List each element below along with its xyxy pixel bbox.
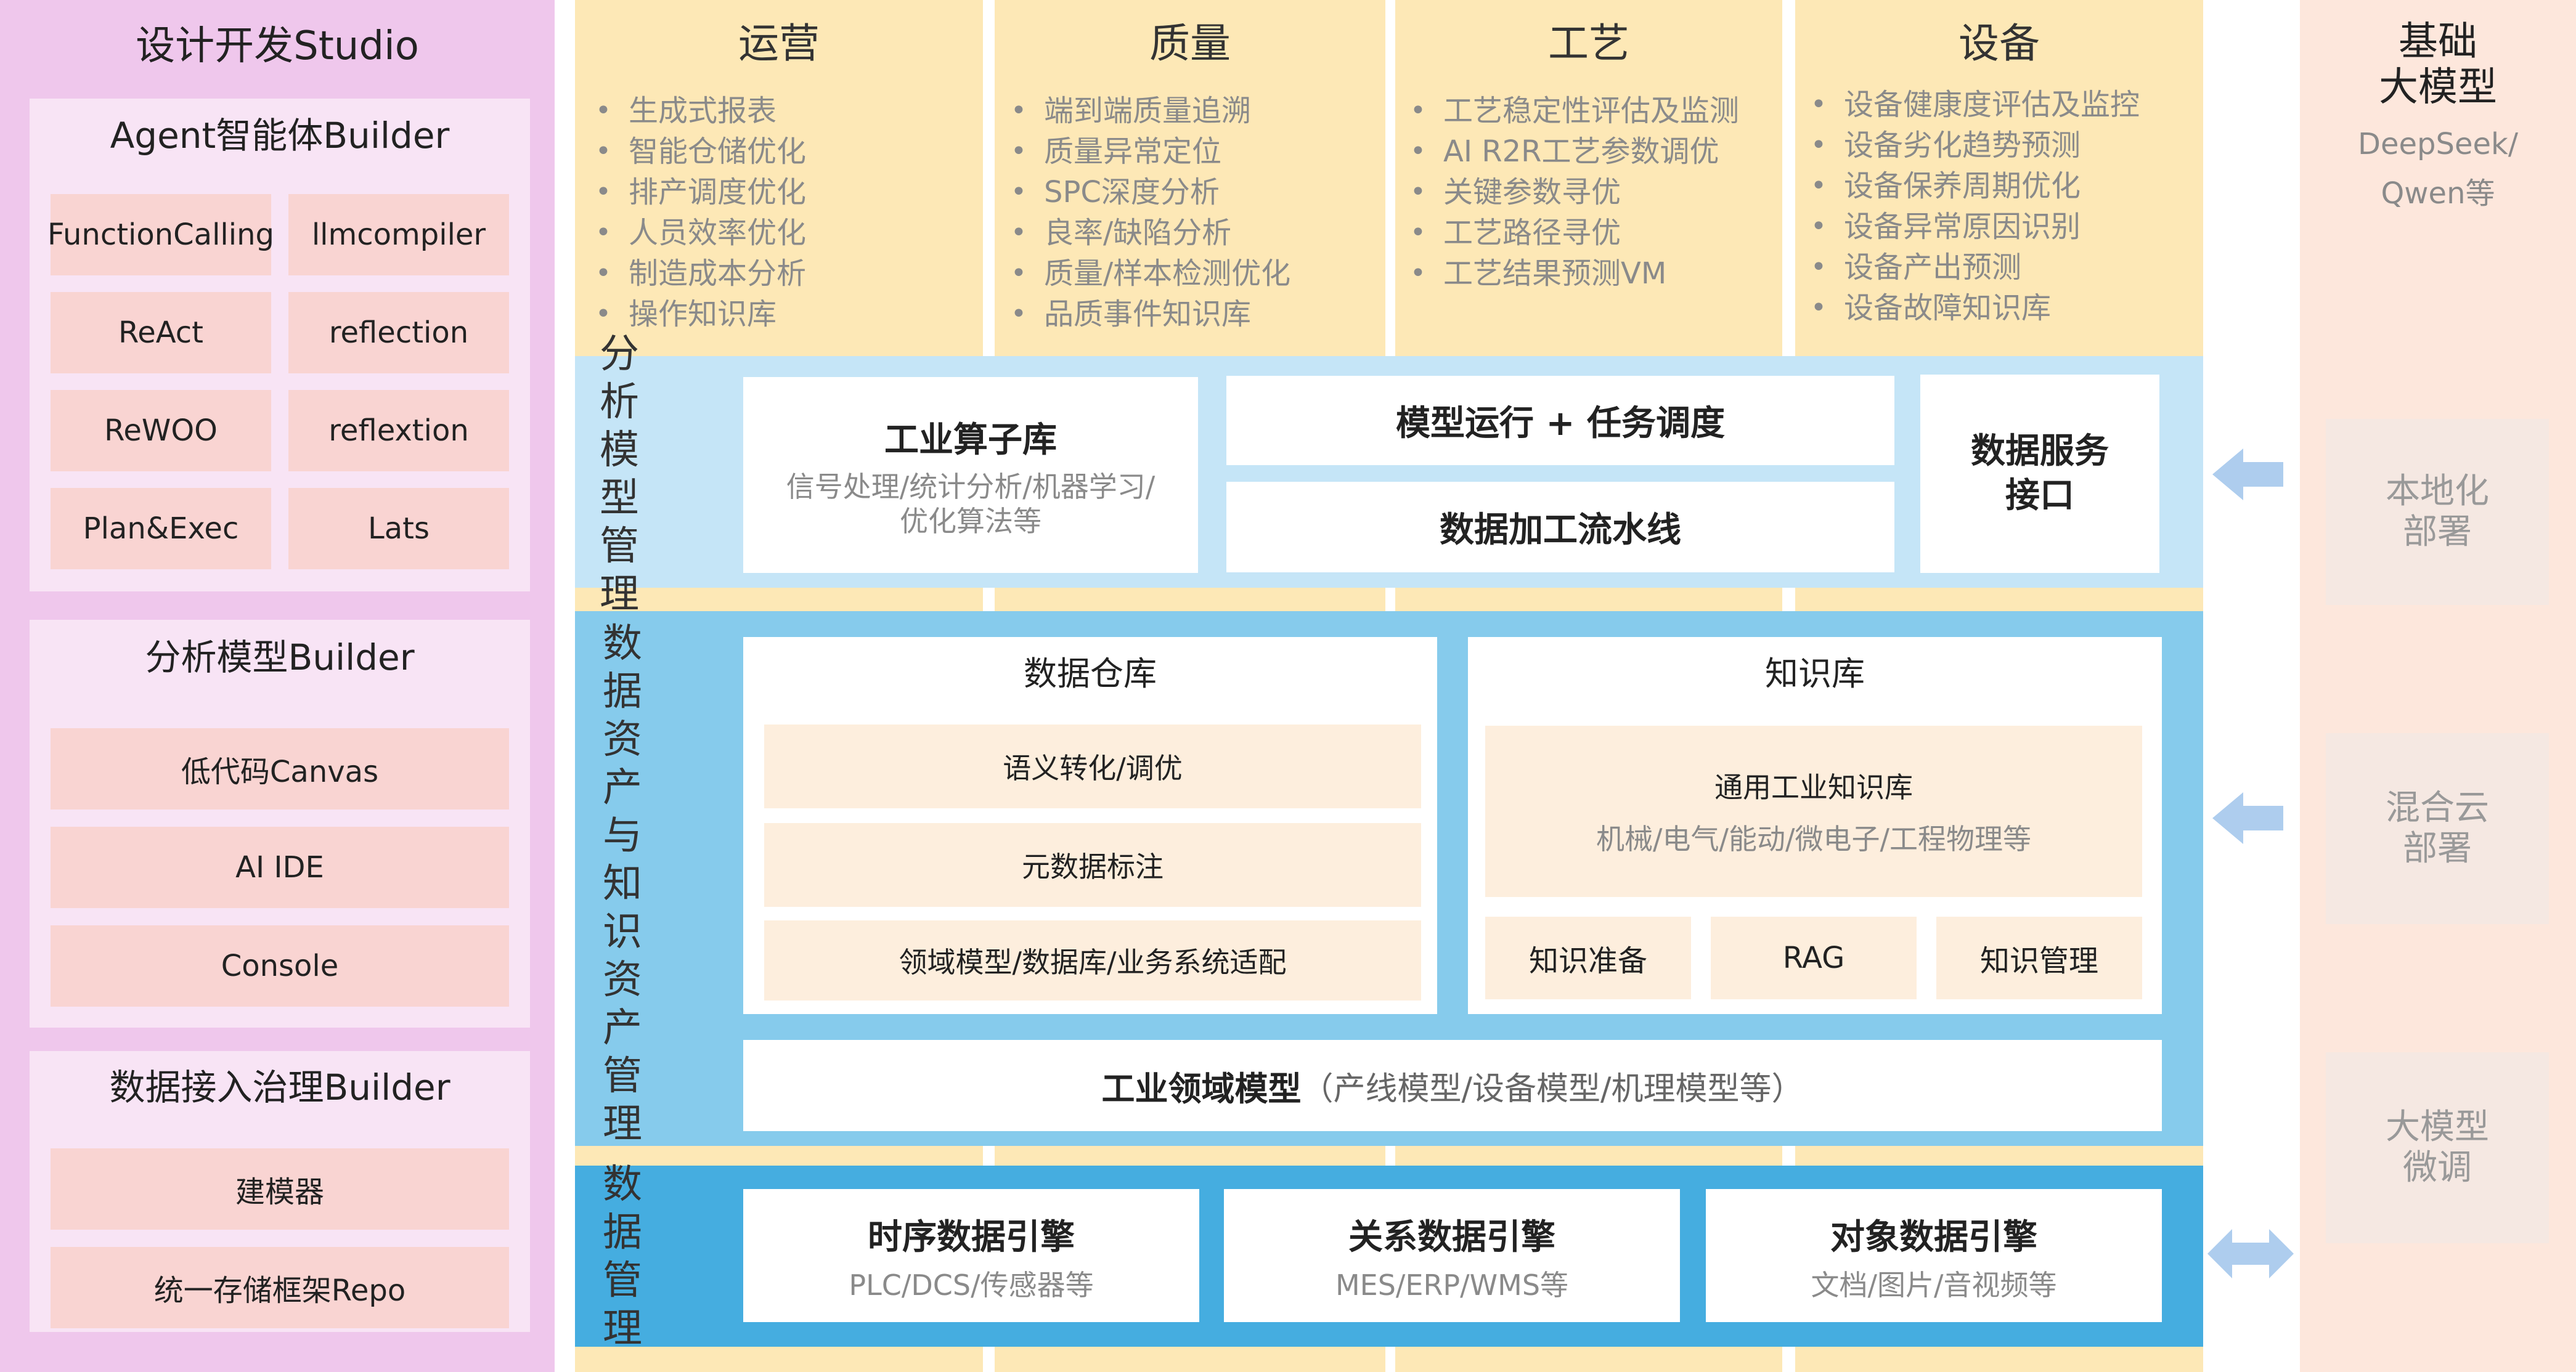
domain-list-quality: 端到端质量追溯 质量异常定位 SPC深度分析 良率/缺陷分析 质量/样本检测优化… — [1006, 91, 1376, 335]
knowledge-mgmt-button[interactable]: 知识管理 — [1936, 917, 2142, 999]
list-item[interactable]: 设备故障知识库 — [1806, 288, 2200, 328]
list-item[interactable]: 良率/缺陷分析 — [1006, 213, 1376, 253]
list-item[interactable]: 人员效率优化 — [590, 213, 972, 253]
list-item[interactable]: 工艺结果预测VM — [1405, 253, 1775, 294]
foundation-model-sub: DeepSeek/ Qwen等 — [2358, 127, 2518, 211]
industrial-domain-model-box[interactable]: 工业领域模型 （产线模型/设备模型/机理模型等） — [743, 1040, 2162, 1131]
knowledge-prep-button[interactable]: 知识准备 — [1485, 917, 1691, 999]
data-mgmt-label: 数据 管理 — [603, 1162, 642, 1352]
chip-reflextion[interactable]: reflextion — [288, 390, 509, 471]
studio-title: 设计开发Studio — [136, 23, 419, 69]
domain-title-process: 工艺 — [1548, 20, 1629, 67]
list-item[interactable]: 操作知识库 — [590, 294, 972, 335]
list-item[interactable]: 质量异常定位 — [1006, 131, 1376, 172]
chip-storage-repo[interactable]: 统一存储框架Repo — [51, 1247, 509, 1328]
chip-reflection[interactable]: reflection — [288, 292, 509, 373]
data-service-box[interactable]: 数据服务 接口 — [1920, 375, 2159, 573]
list-item[interactable]: 排产调度优化 — [590, 172, 972, 213]
warehouse-item-metadata[interactable]: 元数据标注 — [764, 823, 1421, 907]
list-item[interactable]: 生成式报表 — [590, 91, 972, 131]
general-knowledge-box[interactable]: 通用工业知识库 机械/电气/能动/微电子/工程物理等 — [1485, 726, 2142, 897]
list-item[interactable]: 质量/样本检测优化 — [1006, 253, 1376, 294]
analysis-builder-title: 分析模型Builder — [145, 636, 415, 678]
operator-library-title: 工业算子库 — [884, 420, 1057, 460]
foundation-model-title: 基础 大模型 — [2379, 19, 2497, 110]
chip-plan-exec[interactable]: Plan&Exec — [51, 488, 271, 569]
rag-button[interactable]: RAG — [1711, 917, 1917, 999]
list-item[interactable]: 设备异常原因识别 — [1806, 206, 2200, 247]
warehouse-item-semantic[interactable]: 语义转化/调优 — [764, 725, 1421, 808]
domain-title-quality: 质量 — [1149, 20, 1231, 67]
arrow-left-icon — [2212, 444, 2286, 505]
domain-list-equipment: 设备健康度评估及监控 设备劣化趋势预测 设备保养周期优化 设备异常原因识别 设备… — [1806, 84, 2200, 328]
arrow-left-icon — [2212, 787, 2286, 849]
domain-title-equipment: 设备 — [1958, 20, 2040, 67]
timeseries-engine-box[interactable]: 时序数据引擎 PLC/DCS/传感器等 — [743, 1189, 1199, 1322]
industrial-domain-model-title: 工业领域模型 — [1101, 1069, 1302, 1108]
domain-list-operations: 生成式报表 智能仓储优化 排产调度优化 人员效率优化 制造成本分析 操作知识库 — [590, 91, 972, 335]
chip-rewoo[interactable]: ReWOO — [51, 390, 271, 471]
list-item[interactable]: 制造成本分析 — [590, 253, 972, 294]
local-deploy-box[interactable]: 本地化 部署 — [2326, 419, 2549, 605]
finetune-box[interactable]: 大模型 微调 — [2326, 1052, 2549, 1243]
list-item[interactable]: 关键参数寻优 — [1405, 172, 1775, 213]
analysis-section-label: 分析 模型 管理 — [600, 331, 639, 617]
list-item[interactable]: 端到端质量追溯 — [1006, 91, 1376, 131]
hybrid-cloud-box[interactable]: 混合云 部署 — [2326, 733, 2549, 924]
object-engine-box[interactable]: 对象数据引擎 文档/图片/音视频等 — [1706, 1189, 2162, 1322]
list-item[interactable]: 工艺路径寻优 — [1405, 213, 1775, 253]
domain-list-process: 工艺稳定性评估及监测 AI R2R工艺参数调优 关键参数寻优 工艺路径寻优 工艺… — [1405, 91, 1775, 294]
warehouse-item-adapter[interactable]: 领域模型/数据库/业务系统适配 — [764, 920, 1421, 1001]
chip-react[interactable]: ReAct — [51, 292, 271, 373]
list-item[interactable]: 设备产出预测 — [1806, 247, 2200, 288]
asset-section-label: 数据 资产 与知 识资 产管 理 — [603, 621, 642, 1147]
list-item[interactable]: SPC深度分析 — [1006, 172, 1376, 213]
list-item[interactable]: 设备健康度评估及监控 — [1806, 84, 2200, 125]
pipeline-box[interactable]: 数据加工流水线 — [1226, 482, 1894, 572]
data-warehouse-title: 数据仓库 — [1024, 654, 1157, 693]
domain-title-operations: 运营 — [738, 20, 820, 67]
chip-console[interactable]: Console — [51, 925, 509, 1007]
operator-library-box[interactable]: 工业算子库 信号处理/统计分析/机器学习/ 优化算法等 — [743, 377, 1198, 573]
chip-lowcode-canvas[interactable]: 低代码Canvas — [51, 728, 509, 810]
chip-llmcompiler[interactable]: llmcompiler — [288, 194, 509, 275]
model-run-box[interactable]: 模型运行 + 任务调度 — [1226, 376, 1894, 465]
chip-modeler[interactable]: 建模器 — [51, 1148, 509, 1230]
chip-ai-ide[interactable]: AI IDE — [51, 827, 509, 908]
industrial-domain-model-sub: （产线模型/设备模型/机理模型等） — [1301, 1070, 1804, 1108]
agent-builder-title: Agent智能体Builder — [110, 115, 450, 156]
arrow-bidirectional-icon — [2207, 1223, 2294, 1285]
chip-lats[interactable]: Lats — [288, 488, 509, 569]
data-builder-title: 数据接入治理Builder — [109, 1066, 450, 1108]
list-item[interactable]: 设备劣化趋势预测 — [1806, 125, 2200, 166]
list-item[interactable]: 设备保养周期优化 — [1806, 166, 2200, 206]
list-item[interactable]: 品质事件知识库 — [1006, 294, 1376, 335]
relational-engine-box[interactable]: 关系数据引擎 MES/ERP/WMS等 — [1224, 1189, 1680, 1322]
list-item[interactable]: AI R2R工艺参数调优 — [1405, 131, 1775, 172]
knowledge-base-title: 知识库 — [1765, 654, 1865, 693]
list-item[interactable]: 智能仓储优化 — [590, 131, 972, 172]
chip-functioncalling[interactable]: FunctionCalling — [47, 194, 274, 275]
list-item[interactable]: 工艺稳定性评估及监测 — [1405, 91, 1775, 131]
